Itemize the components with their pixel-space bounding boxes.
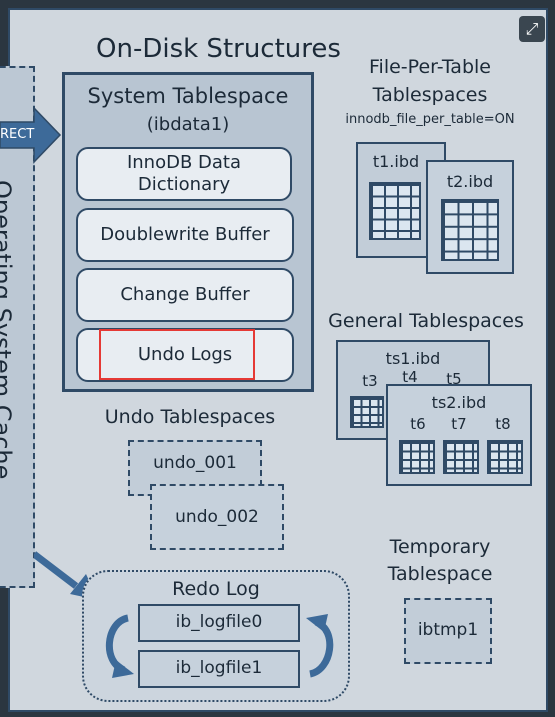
redo-log-title: Redo Log — [172, 578, 260, 600]
ts1-table-t4: t4 — [402, 368, 418, 386]
undo-002-file — [150, 484, 284, 550]
arrow-label: RECT — [0, 127, 35, 142]
temp-title-line1: Temporary — [389, 536, 491, 558]
ts2-table-t8: t8 — [495, 415, 511, 433]
undo-tablespaces-title: Undo Tablespaces — [104, 406, 276, 428]
page-title: On-Disk Structures — [96, 34, 341, 64]
t2-file-label: t2.ibd — [446, 172, 494, 191]
fpt-title-line2: Tablespaces — [372, 84, 488, 106]
expand-button[interactable]: ⤢ — [519, 16, 545, 42]
general-tablespaces-title: General Tablespaces — [328, 310, 524, 332]
expand-arrows-icon: ⤢ — [525, 19, 539, 38]
undo-logs-highlight — [99, 329, 255, 380]
change-buffer: Change Buffer — [76, 268, 294, 322]
t2-table-icon — [441, 199, 499, 261]
os-cache-box — [0, 66, 35, 588]
ts2-t6-icon — [399, 440, 435, 474]
undo-logs: Undo Logs — [76, 328, 294, 382]
ib-logfile0 — [138, 604, 300, 642]
ts1-file-label: ts1.ibd — [385, 349, 441, 368]
undo-001-label: undo_001 — [153, 453, 237, 473]
ib-logfile1-label: ib_logfile1 — [175, 658, 263, 678]
t1-table-icon — [369, 182, 421, 240]
innodb-data-dictionary-label: InnoDB Data Dictionary — [126, 151, 242, 196]
ts1-t3-icon — [350, 396, 384, 428]
system-tablespace-subtitle: (ibdata1) — [146, 114, 230, 135]
system-tablespace-title: System Tablespace — [87, 84, 289, 108]
os-to-system-arrow — [0, 106, 62, 164]
change-buffer-label: Change Buffer — [120, 283, 250, 305]
ts1-table-t3: t3 — [362, 372, 378, 390]
undo-logs-label: Undo Logs — [137, 343, 233, 365]
ibtmp1-label: ibtmp1 — [417, 620, 479, 640]
fpt-title-line1: File-Per-Table — [369, 56, 491, 78]
t1-file-label: t1.ibd — [372, 152, 420, 171]
ibtmp1-file — [404, 598, 492, 664]
temp-title-line2: Tablespace — [387, 563, 493, 585]
redo-cycle-left-arrow — [106, 614, 134, 678]
doublewrite-buffer-label: Doublewrite Buffer — [100, 223, 270, 245]
innodb-data-dictionary: InnoDB Data Dictionary — [76, 147, 292, 201]
ib-logfile0-label: ib_logfile0 — [175, 612, 263, 632]
fpt-setting: innodb_file_per_table=ON — [345, 112, 515, 127]
redo-cycle-right-arrow — [306, 614, 334, 678]
ts2-table-t6: t6 — [410, 415, 426, 433]
ib-logfile1 — [138, 650, 300, 688]
ts2-t8-icon — [487, 440, 523, 474]
ts2-table-t7: t7 — [451, 415, 467, 433]
ts2-t7-icon — [443, 440, 479, 474]
os-cache-label: Operating System Cache — [0, 180, 16, 480]
ts2-file-label: ts2.ibd — [431, 393, 487, 412]
doublewrite-buffer: Doublewrite Buffer — [76, 208, 294, 262]
ts1-table-t5: t5 — [446, 370, 462, 388]
undo-002-label: undo_002 — [175, 507, 259, 527]
